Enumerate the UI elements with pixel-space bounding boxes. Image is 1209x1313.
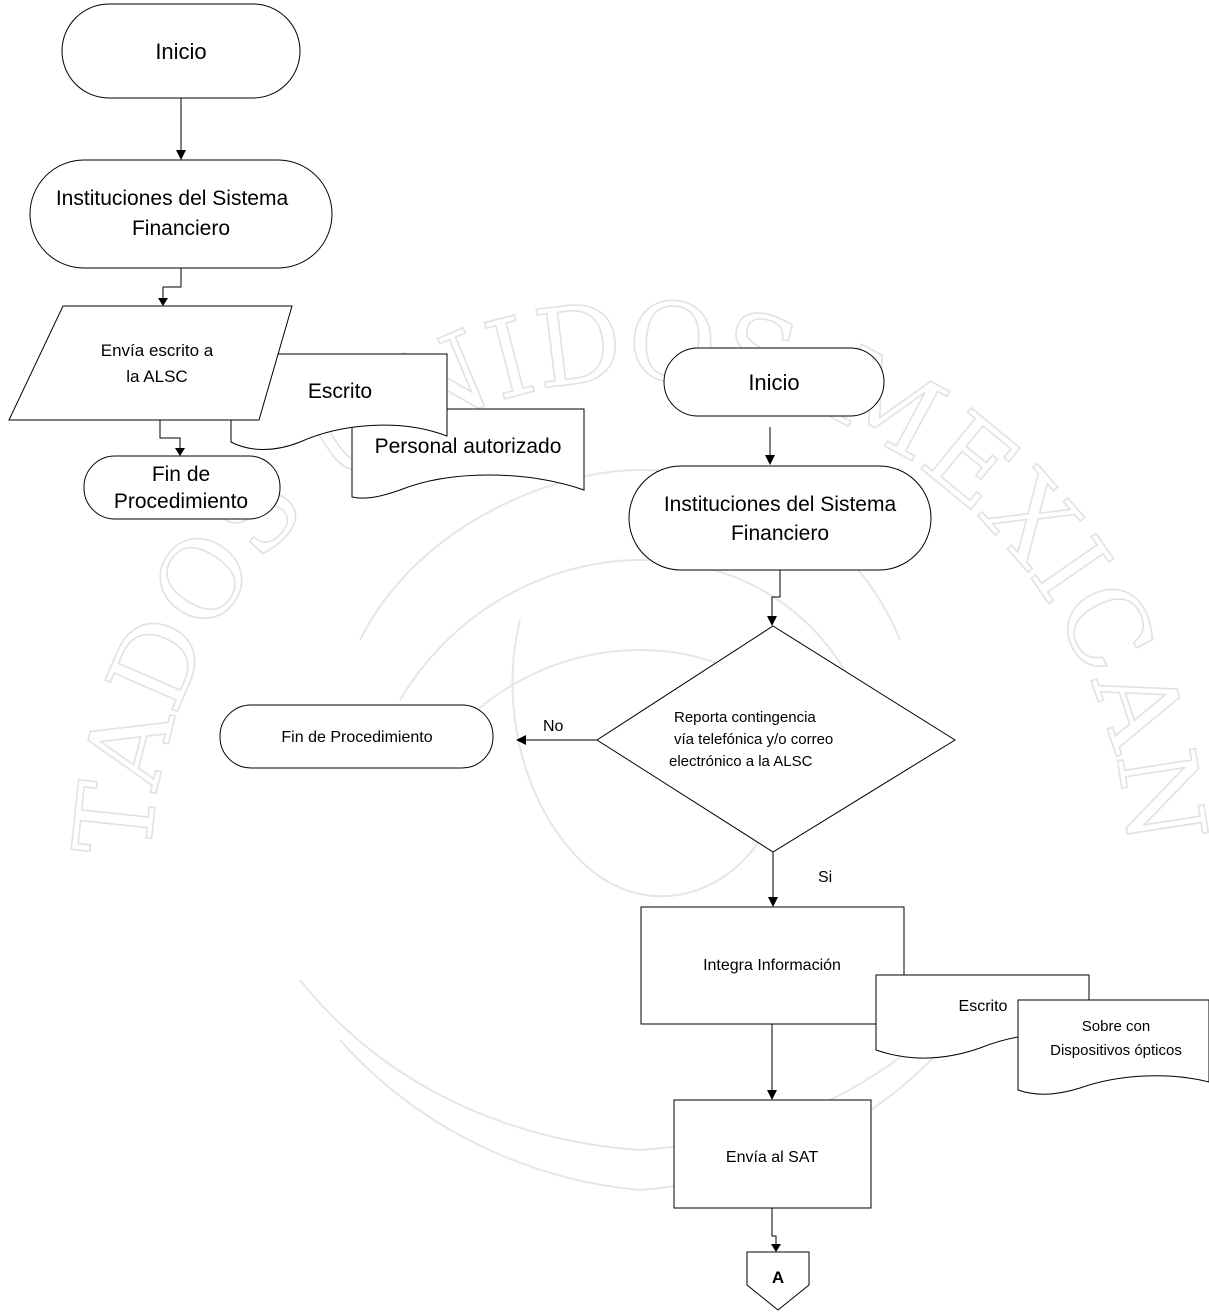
right-arrow-no-branch: No [516,718,597,745]
left-start-terminator[interactable]: Inicio [61,3,301,99]
left-start-label: Inicio [155,39,206,64]
left-flow: Inicio Instituciones del Sistema Financi… [8,3,585,520]
left-end-label-line1: Fin de [152,463,210,486]
left-send-input-output[interactable]: Envía escrito a la ALSC [8,305,293,421]
right-send-sat-label: Envía al SAT [726,1149,818,1166]
left-doc-escrito-label: Escrito [308,380,372,403]
right-decision-diamond[interactable]: Reporta contingencia vía telefónica y/o … [596,625,956,853]
right-arrow-start-to-actor [765,427,775,465]
right-send-sat-process[interactable]: Envía al SAT [673,1099,872,1209]
left-arrow-send-to-end [159,420,185,456]
right-doc-sobre-label-line2: Dispositivos ópticos [1050,1042,1182,1059]
left-doc-escrito[interactable]: Escrito [230,353,448,450]
right-integrate-label: Integra Información [703,957,841,974]
right-actor-label-line2: Financiero [731,522,829,545]
right-doc-sobre-dispositivos[interactable]: Sobre con Dispositivos ópticos [1017,999,1209,1095]
left-end-terminator[interactable]: Fin de Procedimiento [83,455,281,520]
left-actor-label-line1: Instituciones del Sistema [56,187,289,210]
right-arrow-integrate-to-send [767,1024,777,1100]
right-decision-label-line3: electrónico a la ALSC [669,753,813,770]
right-flow: Inicio Instituciones del Sistema Financi… [219,347,1209,1311]
left-doc-personal-autorizado[interactable]: Personal autorizado [351,408,585,499]
right-arrow-send-to-connector [771,1208,781,1252]
right-decision-label-line1: Reporta contingencia [674,709,816,726]
connector-label: A [772,1268,784,1287]
left-actor-label-line2: Financiero [132,217,230,240]
right-start-label: Inicio [748,370,799,395]
no-branch-label: No [543,718,564,735]
off-page-connector[interactable]: A [746,1251,810,1311]
right-arrow-si-branch: Si [768,852,832,907]
left-arrow-start-to-actor [176,98,186,160]
right-start-terminator[interactable]: Inicio [663,347,885,417]
left-arrow-actor-to-send [158,268,182,306]
right-doc-escrito[interactable]: Escrito [875,974,1090,1059]
left-actor-terminator[interactable]: Instituciones del Sistema Financiero [29,159,333,269]
right-actor-terminator[interactable]: Instituciones del Sistema Financiero [628,465,932,571]
right-end-label: Fin de Procedimiento [281,729,432,746]
right-doc-escrito-label: Escrito [959,998,1008,1015]
si-branch-label: Si [818,869,832,886]
right-actor-label-line1: Instituciones del Sistema [664,493,897,516]
left-send-label-line1: Envía escrito a [101,341,214,360]
right-decision-label-line2: vía telefónica y/o correo [674,731,833,748]
right-doc-sobre-label-line1: Sobre con [1082,1018,1150,1035]
left-doc-personal-label: Personal autorizado [375,435,562,458]
right-end-terminator[interactable]: Fin de Procedimiento [219,704,494,769]
left-send-label-line2: la ALSC [126,367,187,386]
left-end-label-line2: Procedimiento [114,490,248,513]
right-arrow-actor-to-decision [767,570,781,626]
right-integrate-process[interactable]: Integra Información [640,906,905,1025]
